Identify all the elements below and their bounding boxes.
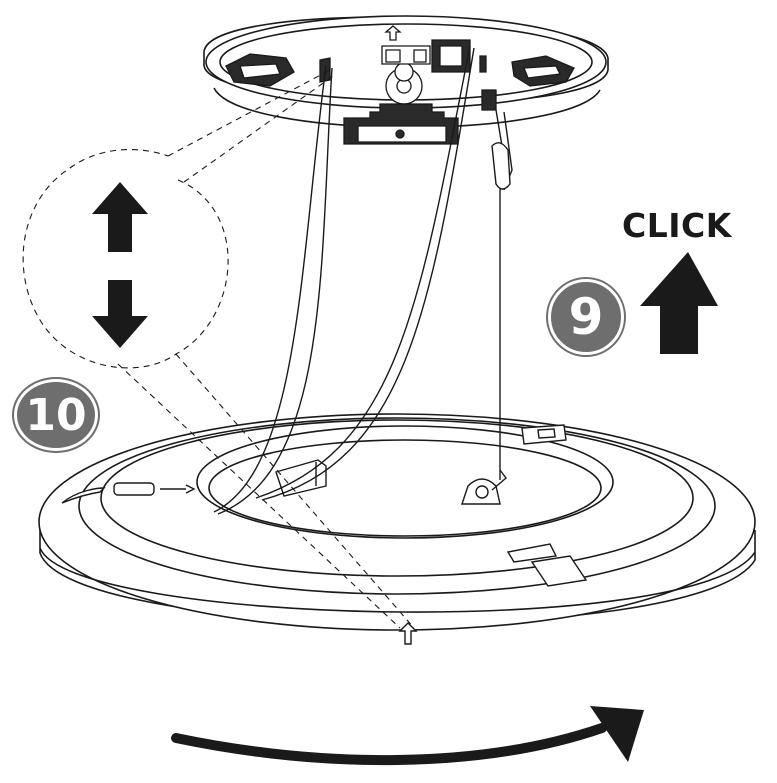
rotate-arrow-icon: [171, 706, 644, 766]
alignment-guides: [22, 69, 415, 629]
click-label: CLICK: [622, 206, 732, 245]
down-arrow-icon: [92, 280, 148, 348]
small-up-arrow-icon: [398, 622, 418, 645]
step-9-badge: 9: [548, 279, 624, 355]
base-ring: [38, 413, 756, 631]
mount-hardware: [225, 25, 575, 145]
safety-cables: [213, 45, 513, 515]
up-arrow-icon: [92, 182, 148, 252]
step-10-badge: 10: [14, 379, 98, 451]
mount-up-arrow-icon: [384, 25, 402, 41]
click-up-arrow-icon: [640, 252, 718, 354]
